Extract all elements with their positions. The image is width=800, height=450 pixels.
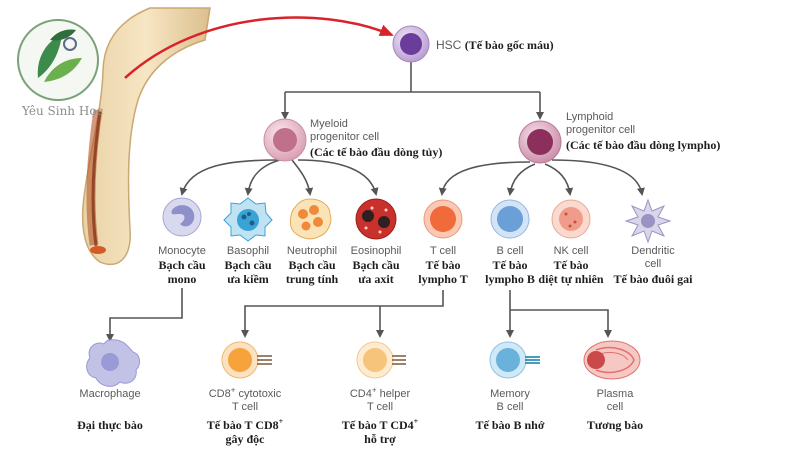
basophil-cell	[223, 197, 273, 242]
dendritic-cell	[624, 198, 672, 244]
neutrophil-en-label: Neutrophil	[286, 245, 338, 257]
hsc-name: HSC	[436, 38, 462, 52]
tcell-en-label: T cell	[429, 245, 457, 257]
cd4-vn-sup: +	[413, 417, 419, 426]
marrow-to-hsc-arrow	[124, 16, 394, 79]
monocyte-vn-label-2: mono	[167, 272, 197, 286]
cd4-en-pre: CD4	[349, 388, 372, 400]
neutrophil-cell	[289, 198, 332, 240]
cd4-en-label-2: T cell	[366, 401, 394, 413]
memory-b-vn-label: Tế bào B nhớ	[475, 418, 545, 432]
cd4-t-cell	[356, 341, 406, 379]
nkcell-vn-label-1: Tế bào	[553, 258, 589, 272]
lymphoid-progenitor-cell	[518, 120, 562, 164]
hsc-vn-name: (Tế bào gốc máu)	[464, 38, 554, 52]
neutrophil-vn-label-2: trung tính	[285, 272, 339, 286]
cd4-vn-pre: Tế bào T CD4	[341, 418, 414, 432]
bone-illustration	[81, 7, 211, 266]
bcell-vn-label-1: Tế bào	[492, 258, 528, 272]
nkcell-en-label: NK cell	[553, 245, 589, 257]
cd8-en-label-1: CD8+ cytotoxic	[190, 385, 300, 401]
tcell-vn-label-2: lympho T	[418, 272, 468, 286]
hsc-label: HSC (Tế bào gốc máu)	[436, 38, 554, 52]
b-cell	[490, 199, 530, 239]
dendritic-en-label-2: cell	[644, 258, 662, 270]
dendritic-en-label-1: Dendritic	[631, 245, 675, 257]
basophil-vn-label-1: Bạch cầu	[224, 258, 272, 272]
logo-text: Yêu Sinh Học	[22, 104, 104, 118]
t-cell	[423, 199, 463, 239]
plasma-vn-label: Tương bào	[586, 418, 644, 432]
cd8-en-post: cytotoxic	[235, 388, 282, 400]
eosinophil-vn-label-2: ưa axit	[358, 272, 394, 286]
lymphoid-vn-label: (Các tế bào đầu dòng lympho)	[566, 138, 721, 152]
cd8-vn-pre: Tế bào T CD8	[206, 418, 279, 432]
nkcell-vn-label-2: diệt tự nhiên	[538, 272, 604, 286]
monocyte-vn-label-1: Bạch cầu	[158, 258, 206, 272]
hsc-cell	[392, 25, 430, 63]
bcell-vn-label-2: lympho B	[485, 272, 535, 286]
tcell-vn-label-1: Tế bào	[425, 258, 461, 272]
eosinophil-cell	[355, 198, 397, 240]
lineage-connectors	[106, 62, 645, 342]
memory-b-en-label-2: B cell	[496, 401, 524, 413]
basophil-en-label: Basophil	[226, 245, 270, 257]
cd8-vn-label-2: gây độc	[225, 432, 265, 446]
neutrophil-vn-label-1: Bạch cầu	[288, 258, 336, 272]
myeloid-label-line1: Myeloid	[310, 118, 348, 130]
memory-b-en-label-1: Memory	[490, 388, 530, 400]
bcell-en-label: B cell	[496, 245, 524, 257]
cd8-vn-sup: +	[278, 417, 284, 426]
cd8-en-label-2: T cell	[231, 401, 259, 413]
plasma-cell	[583, 340, 641, 380]
macrophage-vn-label: Đại thực bào	[77, 418, 143, 432]
myeloid-label-line2: progenitor cell	[310, 131, 380, 143]
cd8-en-sup: +	[230, 385, 236, 395]
eosinophil-en-label: Eosinophil	[350, 245, 402, 257]
cd4-vn-label-2: hỗ trợ	[364, 432, 396, 446]
lymphoid-label-line1: Lymphoid	[566, 111, 614, 123]
cd4-vn-label-1: Tế bào T CD4+	[320, 417, 440, 433]
cd4-en-label-1: CD4+ helper	[325, 385, 435, 401]
logo-mark	[17, 19, 99, 101]
macrophage-cell	[86, 339, 141, 387]
monocyte-en-label: Monocyte	[158, 245, 206, 257]
cd4-en-sup: +	[371, 385, 377, 395]
plasma-en-label-1: Plasma	[596, 388, 634, 400]
plasma-en-label-2: cell	[606, 401, 624, 413]
dendritic-vn-label: Tế bào đuôi gai	[613, 272, 693, 286]
monocyte-cell	[162, 197, 202, 237]
cd8-en-pre: CD8	[208, 388, 231, 400]
cd8-t-cell	[221, 341, 272, 379]
myeloid-vn-label: (Các tế bào đầu dòng tủy)	[310, 145, 443, 159]
macrophage-en-label: Macrophage	[79, 388, 141, 400]
lymphoid-label-line2: progenitor cell	[566, 124, 636, 136]
basophil-vn-label-2: ưa kiềm	[227, 272, 269, 286]
nk-cell	[551, 199, 591, 239]
memory-b-cell	[489, 341, 540, 379]
cd4-en-post: helper	[376, 388, 411, 400]
myeloid-progenitor-cell	[263, 118, 307, 162]
cd8-vn-label-1: Tế bào T CD8+	[185, 417, 305, 433]
eosinophil-vn-label-1: Bạch cầu	[352, 258, 400, 272]
